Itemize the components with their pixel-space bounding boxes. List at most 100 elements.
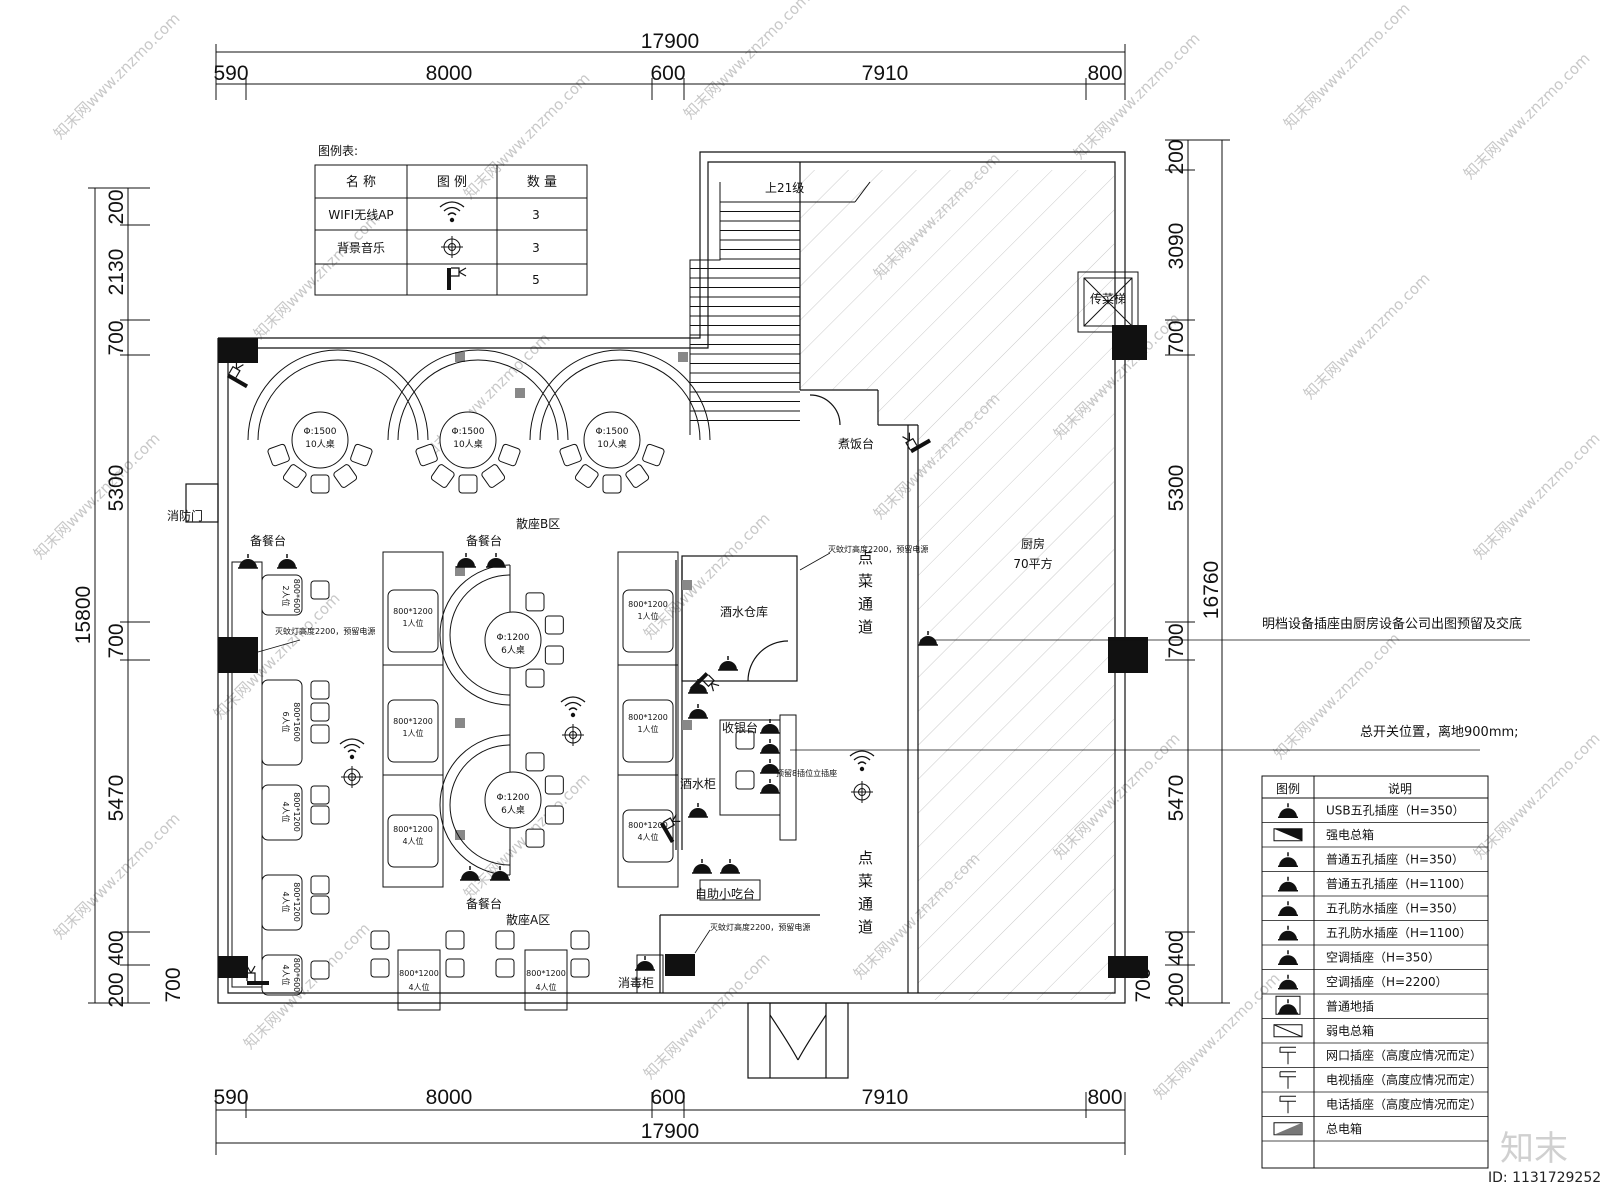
watermark-text: 知末网www.znzmo.com <box>1270 629 1403 762</box>
floor-socket-icon <box>1275 995 1301 1015</box>
chair <box>641 443 666 468</box>
order-aisle-2-char-2: 菜 <box>858 872 873 890</box>
booth-r2-cap: 1人位 <box>637 724 658 734</box>
dim-left-5: 700 <box>105 623 128 658</box>
chair <box>602 474 622 494</box>
dim-top-3: 600 <box>650 62 685 85</box>
chair <box>624 463 651 490</box>
socket-icon <box>237 553 259 569</box>
round-table-6 <box>484 611 542 669</box>
dim-bottom-3: 600 <box>650 1086 685 1109</box>
dim-right-7: 400 <box>1165 930 1188 965</box>
dim-left-total: 15800 <box>72 586 95 644</box>
wine-store-label: 酒水仓库 <box>720 604 768 619</box>
legend-bottom-row-text: 五孔防水插座（H=1100） <box>1326 925 1472 940</box>
kitchen-area-label: 70平方 <box>1013 556 1052 571</box>
round-table-5-cap: 6人桌 <box>501 804 525 816</box>
chair <box>544 615 564 635</box>
dim-top-2: 8000 <box>426 62 473 85</box>
serving-station-bottom: 备餐台 <box>466 896 502 911</box>
booth-l2-cap: 6人位 <box>281 711 291 732</box>
usb-socket-icon <box>1277 802 1299 818</box>
legend-bottom-row-text: 空调插座（H=2200） <box>1326 974 1448 989</box>
booth-r3-cap: 4人位 <box>637 832 658 842</box>
round-table-2-cap: 10人桌 <box>453 438 482 450</box>
chair <box>370 958 390 978</box>
legend-bottom-row-text: 强电总箱 <box>1326 827 1374 842</box>
dim-left-2: 2130 <box>105 249 128 296</box>
waterproof-socket-1100-icon <box>1277 925 1299 941</box>
legend-table-top: 图例表: 名 称 图 例 数 量 WIFI无线AP 3 背景音乐 3 5 <box>314 144 588 296</box>
socket-icon <box>687 703 709 719</box>
booth-m3-cap: 4人位 <box>402 836 423 846</box>
table-a2-size: 800*1200 <box>526 969 566 978</box>
chair <box>429 463 456 490</box>
socket-350-icon <box>1277 851 1299 867</box>
chair <box>445 958 465 978</box>
table-a1-size: 800*1200 <box>399 969 439 978</box>
speaker-icon <box>850 780 874 804</box>
dim-top-4: 7910 <box>862 62 909 85</box>
booth-l1-cap: 2人位 <box>281 585 291 606</box>
dim-right-8: 200 <box>1165 972 1188 1007</box>
booth-columns <box>231 551 797 1011</box>
socket-icon <box>759 738 781 754</box>
dim-right-6: 5470 <box>1165 775 1188 822</box>
chair <box>281 463 308 490</box>
booth-l1-size: 800*600 <box>292 579 301 614</box>
chair <box>525 828 545 848</box>
legend-top-row-1-qty: 3 <box>532 208 540 222</box>
chair <box>573 463 600 490</box>
dim-top-1: 590 <box>213 62 248 85</box>
room-labels: 消防门 散座B区 散座A区 备餐台 备餐台 备餐台 酒水仓库 收银台 酒水柜 自… <box>167 436 1053 990</box>
watermark-text: 知末网www.znzmo.com <box>1300 269 1433 402</box>
booth-r3-size: 800*1200 <box>628 821 668 830</box>
chair <box>310 785 330 805</box>
chair <box>558 443 583 468</box>
waterproof-socket-350-icon <box>1277 900 1299 916</box>
legend-bottom-row-text: USB五孔插座（H=350） <box>1326 802 1465 817</box>
legend-bottom-row-text: 普通五孔插座（H=350） <box>1326 851 1464 866</box>
dim-left-1: 200 <box>105 189 128 224</box>
chair <box>480 463 507 490</box>
watermark-text: 知末网www.znzmo.com <box>1470 429 1600 562</box>
disinfect-cabinet-label: 消毒柜 <box>618 976 654 990</box>
tv-socket-icon <box>1279 1071 1296 1089</box>
mosquito-note-3: 灭蚊灯高度2200，预留电源 <box>710 922 810 932</box>
dim-right-5: 700 <box>1165 623 1188 658</box>
chair <box>735 770 755 790</box>
booth-l2-size: 800*1600 <box>292 702 301 742</box>
legend-table-bottom: 图例 说明 <box>1261 775 1489 1169</box>
round-table-6 <box>484 771 542 829</box>
dim-left-6: 5470 <box>105 775 128 822</box>
legend-top-row-1-name: WIFI无线AP <box>328 208 393 222</box>
image-id: ID: 1131729252 <box>1488 1170 1600 1186</box>
booth-l5-size: 800*600 <box>292 958 301 993</box>
chair <box>497 443 522 468</box>
dim-left-3: 700 <box>105 320 128 355</box>
dim-left-4: 5300 <box>105 465 128 512</box>
order-aisle-1-char-2: 菜 <box>858 572 873 590</box>
socket-icon <box>634 955 656 971</box>
chair <box>266 443 291 468</box>
chair <box>544 645 564 665</box>
chair <box>310 680 330 700</box>
legend-top-title: 图例表: <box>318 144 358 158</box>
booth-l4-cap: 4人位 <box>281 891 291 912</box>
round-tables-10 <box>266 411 666 494</box>
round-table-10 <box>439 411 497 469</box>
camera-icon <box>689 671 720 702</box>
watermark-text: 知末网www.znzmo.com <box>50 9 183 142</box>
speaker-icon <box>440 235 464 259</box>
mosquito-note-1: 灭蚊灯高度2200，预留电源 <box>275 626 375 636</box>
booth-r1-size: 800*1200 <box>628 600 668 609</box>
legend-top-header-icon: 图 例 <box>437 175 467 190</box>
chair <box>458 474 478 494</box>
serving-station-mid: 备餐台 <box>466 533 502 548</box>
legend-bottom-header-desc: 说明 <box>1388 781 1412 796</box>
socket-icon <box>687 802 709 818</box>
leader-lines <box>257 552 1530 954</box>
chair <box>445 930 465 950</box>
dim-right-3: 700 <box>1165 320 1188 355</box>
